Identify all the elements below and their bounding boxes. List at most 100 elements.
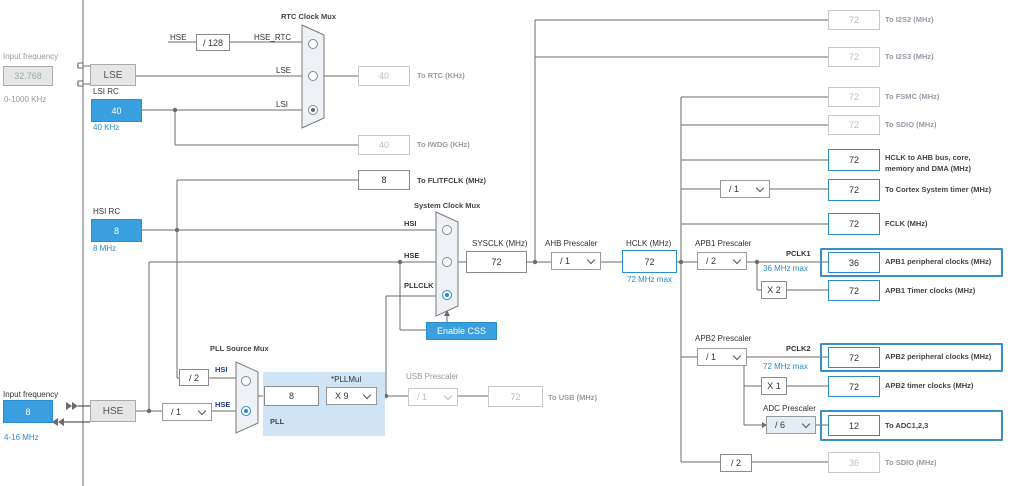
lse-frequency-input[interactable]: 32.768 [3, 66, 53, 86]
rtc-mux-lse-radio[interactable] [308, 71, 318, 81]
i2s2-label: To I2S2 (MHz) [885, 15, 934, 24]
sdio-value[interactable]: 72 [828, 115, 880, 135]
cortex-timer-prescaler-select[interactable]: / 1 [720, 180, 770, 198]
pllmul-select[interactable]: X 9 [326, 387, 377, 405]
pclk1-max: 36 MHz max [763, 264, 808, 273]
pllmux-hse-label: HSE [215, 400, 231, 409]
rtc-output-label: To RTC (KHz) [417, 71, 465, 80]
usb-prescaler-value: / 1 [417, 392, 428, 402]
usb-prescaler-label: USB Prescaler [406, 372, 459, 381]
apb1-peripheral-frame [820, 248, 1003, 277]
pclk2-label: PCLK2 [786, 344, 811, 353]
chevron-down-icon [801, 419, 811, 429]
cortex-timer-label: To Cortex System timer (MHz) [885, 185, 992, 194]
apb1-timer-label: APB1 Timer clocks (MHz) [885, 286, 976, 295]
fsmc-label: To FSMC (MHz) [885, 92, 940, 101]
hclk-value[interactable]: 72 [622, 250, 677, 273]
hclk-max: 72 MHz max [627, 275, 672, 284]
i2s3-value[interactable]: 72 [828, 47, 880, 67]
fclk-value[interactable]: 72 [828, 213, 880, 235]
pll-input-value[interactable]: 8 [264, 386, 319, 406]
iwdg-output-value[interactable]: 40 [358, 135, 410, 155]
sdio2-value[interactable]: 36 [828, 452, 880, 473]
pllmul-value: X 9 [335, 391, 349, 401]
pllmux-hsi-radio[interactable] [241, 376, 251, 386]
apb1-timer-multiplier: X 2 [761, 281, 787, 299]
apb2-prescaler-select[interactable]: / 1 [697, 348, 747, 366]
lse-range: 0-1000 KHz [4, 95, 47, 104]
chevron-down-icon [197, 406, 207, 416]
hse-frequency-input[interactable]: 8 [3, 400, 53, 423]
apb2-prescaler-value: / 1 [706, 352, 717, 362]
hclk-ahb-value[interactable]: 72 [828, 149, 880, 171]
cortex-timer-value[interactable]: 72 [828, 179, 880, 201]
adc-output-value[interactable]: 12 [828, 415, 880, 436]
chevron-down-icon [443, 391, 453, 401]
sysmux-pllclk-radio[interactable] [442, 290, 452, 300]
pllmux-hse-radio[interactable] [241, 406, 251, 416]
fsmc-value[interactable]: 72 [828, 87, 880, 107]
pclk2-max: 72 MHz max [763, 362, 808, 371]
ahb-prescaler-value: / 1 [560, 256, 571, 266]
chevron-down-icon [755, 183, 765, 193]
chevron-down-icon [586, 255, 596, 265]
rtc-lsi-label: LSI [276, 100, 289, 109]
apb1-prescaler-select[interactable]: / 2 [697, 252, 747, 270]
sysclk-label: SYSCLK (MHz) [472, 239, 528, 248]
sysmux-hse-radio[interactable] [442, 257, 452, 267]
chevron-down-icon [362, 390, 372, 400]
hclk-ahb-label-line1: HCLK to AHB bus, core, [885, 153, 971, 162]
hclk-label: HCLK (MHz) [626, 239, 672, 248]
hse-input-frequency-label: Input frequency [3, 390, 59, 399]
i2s2-value[interactable]: 72 [828, 10, 880, 30]
rtc-mux-hse-radio[interactable] [308, 39, 318, 49]
sysmux-hsi-radio[interactable] [442, 225, 452, 235]
rtc-lse-label: LSE [276, 66, 292, 75]
adc-prescaler-label: ADC Prescaler [763, 404, 816, 413]
hse-rtc-label: HSE_RTC [254, 33, 292, 42]
hsi-unit: 8 MHz [93, 244, 117, 253]
apb2-prescaler-label: APB2 Prescaler [695, 334, 752, 343]
adc-prescaler-select[interactable]: / 6 [766, 416, 816, 434]
rtc-mux-title: RTC Clock Mux [281, 12, 337, 21]
sysclk-value[interactable]: 72 [466, 251, 527, 273]
pll-hse-prescaler-select[interactable]: / 1 [162, 403, 212, 421]
pllmux-hsi-label: HSI [215, 365, 228, 374]
cortex-timer-prescaler-value: / 1 [729, 184, 740, 194]
ahb-prescaler-label: AHB Prescaler [545, 239, 598, 248]
flitfclk-label: To FLITFCLK (MHz) [417, 176, 487, 185]
usb-prescaler-select[interactable]: / 1 [408, 388, 458, 406]
enable-css-button[interactable]: Enable CSS [426, 322, 497, 340]
apb2-timer-value[interactable]: 72 [828, 376, 880, 397]
usb-output-value[interactable]: 72 [488, 386, 543, 407]
pll-source-mux [235, 361, 259, 434]
sysmux-hsi-label: HSI [404, 219, 417, 228]
rtc-mux-lsi-radio[interactable] [308, 105, 318, 115]
pclk1-label: PCLK1 [786, 249, 811, 258]
hse-range: 4-16 MHz [4, 433, 39, 442]
iwdg-output-label: To IWDG (KHz) [417, 140, 470, 149]
flitfclk-value[interactable]: 8 [358, 170, 410, 190]
adc-prescaler-value: / 6 [775, 420, 786, 430]
pll-hse-prescaler-value: / 1 [171, 407, 182, 417]
apb1-timer-value[interactable]: 72 [828, 280, 880, 301]
pll-hsi-div: / 2 [179, 369, 209, 386]
i2s3-label: To I2S3 (MHz) [885, 52, 934, 61]
lse-input-frequency-label: Input frequency [3, 52, 59, 61]
rtc-hse-in-label: HSE [170, 33, 187, 42]
apb2-peripheral-frame [820, 343, 1003, 372]
hsi-value: 8 [91, 219, 142, 242]
rtc-output-value[interactable]: 40 [358, 66, 410, 86]
rtc-div128: / 128 [196, 34, 230, 51]
apb1-peripheral-label: APB1 peripheral clocks (MHz) [885, 257, 992, 266]
apb1-prescaler-value: / 2 [706, 256, 717, 266]
ahb-prescaler-select[interactable]: / 1 [551, 252, 601, 270]
apb1-prescaler-label: APB1 Prescaler [695, 239, 752, 248]
lsi-unit: 40 KHz [93, 123, 120, 132]
apb2-peripheral-value[interactable]: 72 [828, 347, 880, 368]
hse-block: HSE [90, 400, 136, 422]
apb1-peripheral-value[interactable]: 36 [828, 252, 880, 273]
adc-frame [820, 410, 1003, 441]
chevron-down-icon [732, 255, 742, 265]
apb2-peripheral-label: APB2 peripheral clocks (MHz) [885, 352, 992, 361]
